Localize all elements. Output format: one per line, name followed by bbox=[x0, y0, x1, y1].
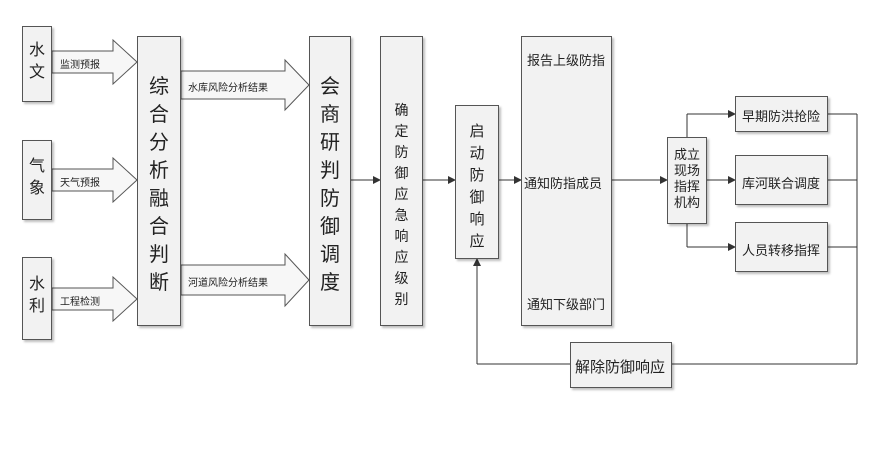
source-label-weather: 气象 bbox=[28, 156, 45, 197]
launch-label: 启动防御响应 bbox=[469, 122, 485, 250]
source-box-weather: 气象 bbox=[22, 140, 52, 220]
action-label-evacuation: 人员转移指挥 bbox=[742, 244, 821, 259]
source-box-water-works: 水利 bbox=[22, 257, 52, 340]
determine-box: 确定防御应急响应级别 bbox=[380, 36, 423, 326]
block-arrow-hydrology bbox=[51, 38, 138, 86]
launch-box: 启动防御响应 bbox=[455, 105, 499, 259]
release-box: 解除防御响应 bbox=[570, 342, 672, 388]
arrow-label-reservoir-result: 水库风险分析结果 bbox=[188, 83, 268, 94]
analysis-box: 综合分析融合判断 bbox=[137, 36, 181, 326]
notify-upper-label: 报告上级防指 bbox=[527, 54, 606, 69]
block-arrow-river-result bbox=[180, 252, 310, 308]
arrow-label-weather-forecast: 天气预报 bbox=[60, 178, 100, 189]
notify-lower-label: 通知下级部门 bbox=[527, 298, 606, 313]
consult-label: 会商研判防御调度 bbox=[320, 74, 340, 294]
consult-box: 会商研判防御调度 bbox=[309, 36, 351, 326]
source-label-water-works: 水利 bbox=[28, 274, 45, 315]
onsite-command-box: 成立现场指挥机构 bbox=[667, 137, 707, 224]
action-box-evacuation: 人员转移指挥 bbox=[735, 222, 828, 272]
source-label-hydrology: 水文 bbox=[28, 40, 45, 81]
release-label: 解除防御响应 bbox=[575, 358, 666, 376]
action-box-joint-dispatch: 库河联合调度 bbox=[735, 155, 828, 205]
action-label-joint-dispatch: 库河联合调度 bbox=[742, 177, 821, 192]
block-arrow-reservoir-result bbox=[180, 58, 310, 112]
determine-label: 确定防御应急响应级别 bbox=[394, 103, 409, 308]
source-box-hydrology: 水文 bbox=[22, 26, 52, 102]
notify-box: 报告上级防指 通知防指成员 通知下级部门 bbox=[521, 36, 612, 326]
analysis-label: 综合分析融合判断 bbox=[149, 74, 169, 294]
block-arrow-engineering bbox=[51, 275, 138, 323]
onsite-command-label: 成立现场指挥机构 bbox=[673, 148, 700, 211]
arrow-label-engineering-check: 工程检测 bbox=[60, 297, 100, 308]
action-label-early-rescue: 早期防洪抢险 bbox=[742, 110, 821, 125]
arrow-label-monitoring: 监测预报 bbox=[60, 60, 100, 71]
block-arrow-weather bbox=[51, 156, 138, 204]
arrow-label-river-result: 河道风险分析结果 bbox=[188, 278, 268, 289]
notify-members-label: 通知防指成员 bbox=[524, 177, 603, 192]
action-box-early-rescue: 早期防洪抢险 bbox=[735, 96, 828, 132]
